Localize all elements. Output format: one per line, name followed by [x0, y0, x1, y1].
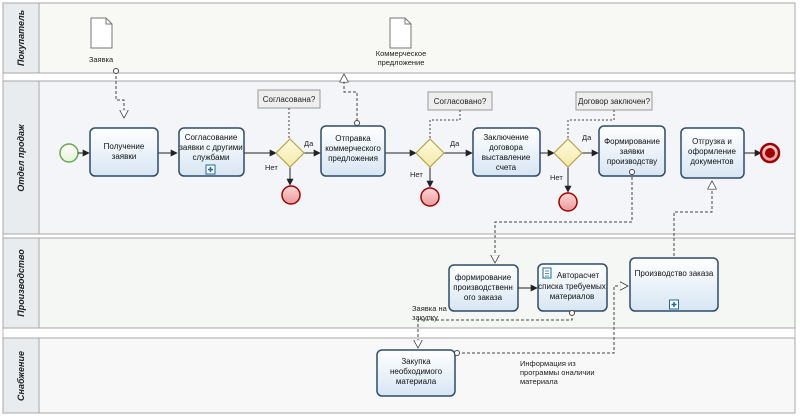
note-contract-text: Договор заключен?	[578, 97, 651, 106]
gateway-2	[415, 138, 445, 168]
task-contract-line-1: Заключение	[483, 133, 529, 142]
lane-label-production: Производство	[16, 249, 26, 317]
task-contract-line-4: счета	[496, 163, 517, 172]
task-send-offer-line-2: коммерческого	[325, 144, 381, 153]
lane-label-sales: Отдел продаж	[16, 124, 26, 192]
task-purchase-line-2: необходимого	[390, 367, 443, 376]
end-event-3	[558, 192, 578, 212]
document-offer-label-2: предложение	[378, 58, 425, 67]
start-event	[59, 143, 79, 163]
task-purchase-line-3: материала	[396, 377, 437, 386]
end-event-2	[420, 187, 440, 207]
task-auto-calc-line-3: материалов	[550, 292, 595, 301]
lane-buyer	[2, 2, 796, 74]
task-shipment	[680, 127, 745, 179]
gateway-1	[275, 138, 305, 168]
task-receive-order	[89, 127, 159, 177]
task-contract-line-3: выставление	[482, 153, 531, 162]
task-production-order	[629, 257, 719, 312]
task-purchase-material	[376, 349, 456, 397]
document-offer-label-1: Коммерческое	[376, 49, 427, 58]
subprocess-plus-icon	[205, 164, 216, 175]
task-form-production-order-line-1: формирование	[455, 273, 512, 282]
gateway-3-no-label: Нет	[550, 173, 563, 182]
task-shipment-line-3: документов	[690, 157, 733, 166]
task-form-request-line-1: Формирование	[604, 137, 660, 146]
script-task-icon	[542, 267, 552, 279]
task-shipment-line-2: оформление	[688, 147, 736, 156]
task-form-production-order-line-3: ого заказа	[464, 293, 503, 302]
subprocess-plus-icon-2	[669, 299, 679, 310]
task-form-request-line-2: заявки	[620, 147, 645, 156]
note-agreed-2-text: Согласовано?	[434, 97, 487, 106]
task-coordinate-line-3: службами	[192, 153, 229, 162]
task-send-offer-line-1: Отправка	[335, 134, 371, 143]
availability-label-3: материала	[520, 377, 559, 386]
availability-label-2: программы оналичии	[520, 368, 595, 377]
task-form-request	[598, 125, 666, 177]
gateway-3-yes-label: Да	[582, 133, 592, 142]
task-send-offer	[320, 125, 386, 177]
task-receive-order-line-1: Получение	[104, 142, 145, 151]
lane-label-buyer: Покупатель	[16, 10, 26, 66]
end-event-final	[759, 142, 781, 164]
gateway-2-no-label: Нет	[410, 170, 423, 179]
gateway-1-no-label: Нет	[265, 163, 278, 172]
task-shipment-line-1: Отгрузка и	[692, 137, 732, 146]
task-auto-calc-line-2: списка требуемых	[538, 282, 606, 291]
document-offer-icon	[389, 17, 412, 49]
task-auto-calc-line-1: Авторасчет	[557, 271, 600, 280]
note-agreed-1-text: Согласована?	[263, 95, 316, 104]
gateway-3	[553, 138, 583, 168]
task-receive-order-line-2: заявки	[112, 152, 137, 161]
document-order-icon	[90, 17, 113, 49]
gateway-2-yes-label: Да	[450, 139, 460, 148]
gateway-1-yes-label: Да	[304, 139, 314, 148]
task-form-request-line-3: производству	[607, 157, 657, 166]
document-order-label: Заявка	[89, 55, 114, 64]
availability-label-1: Информация из	[520, 359, 576, 368]
purchase-request-label-2: закупку	[412, 313, 438, 322]
task-coordinate-line-2: заявки с другими	[179, 143, 243, 152]
end-event-1	[281, 185, 301, 205]
task-production-order-label: Производство заказа	[635, 269, 714, 278]
task-purchase-line-1: Закупка	[401, 357, 431, 366]
task-form-production-order-line-2: производственн	[453, 283, 513, 292]
task-contract-line-2: договора	[489, 143, 523, 152]
task-coordinate-order	[178, 127, 245, 177]
lane-label-supply: Снабжение	[16, 351, 26, 401]
task-contract	[472, 127, 541, 177]
task-coordinate-line-1: Согласование	[185, 133, 238, 142]
purchase-request-label-1: Заявка на	[412, 304, 448, 313]
task-send-offer-line-3: предложения	[328, 154, 378, 163]
